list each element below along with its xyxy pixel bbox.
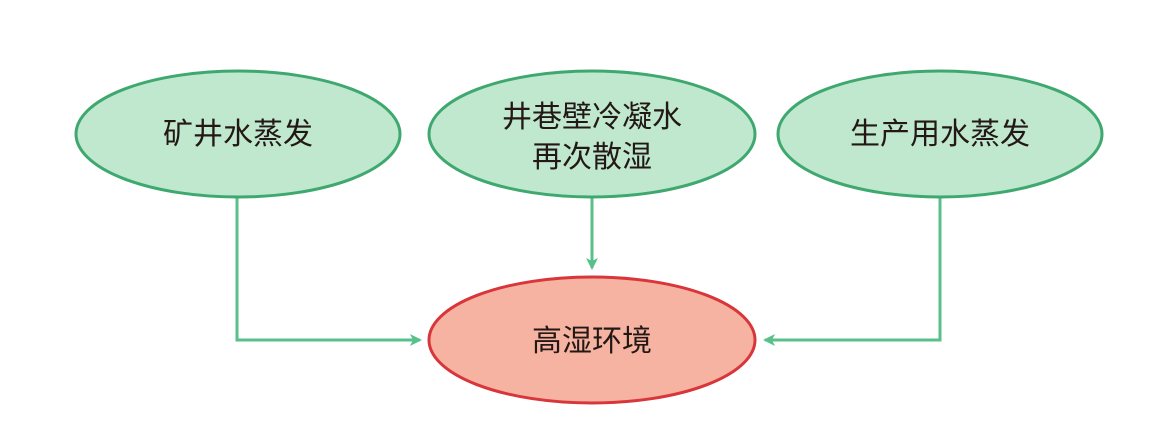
source-node-right-label: 生产用水蒸发	[850, 117, 1030, 152]
source-node-mine-water-evaporation: 矿井水蒸发	[74, 69, 402, 199]
connector-right-to-target	[763, 196, 942, 346]
source-node-middle-label-line2: 再次散湿	[532, 140, 652, 175]
target-node-shape	[427, 275, 757, 405]
source-node-left-label: 矿井水蒸发	[163, 117, 313, 152]
source-node-middle-shape	[427, 69, 757, 199]
source-node-production-water-evaporation: 生产用水蒸发	[776, 69, 1104, 199]
source-node-wall-condensation: 井巷壁冷凝水 再次散湿	[427, 69, 757, 199]
source-node-middle-label-line1: 井巷壁冷凝水	[502, 100, 682, 135]
source-node-right-shape	[776, 69, 1104, 199]
target-node-label: 高湿环境	[532, 324, 652, 359]
connector-left-to-target	[235, 196, 422, 346]
target-node-high-humidity: 高湿环境	[427, 275, 757, 405]
source-node-left-shape	[74, 69, 402, 199]
